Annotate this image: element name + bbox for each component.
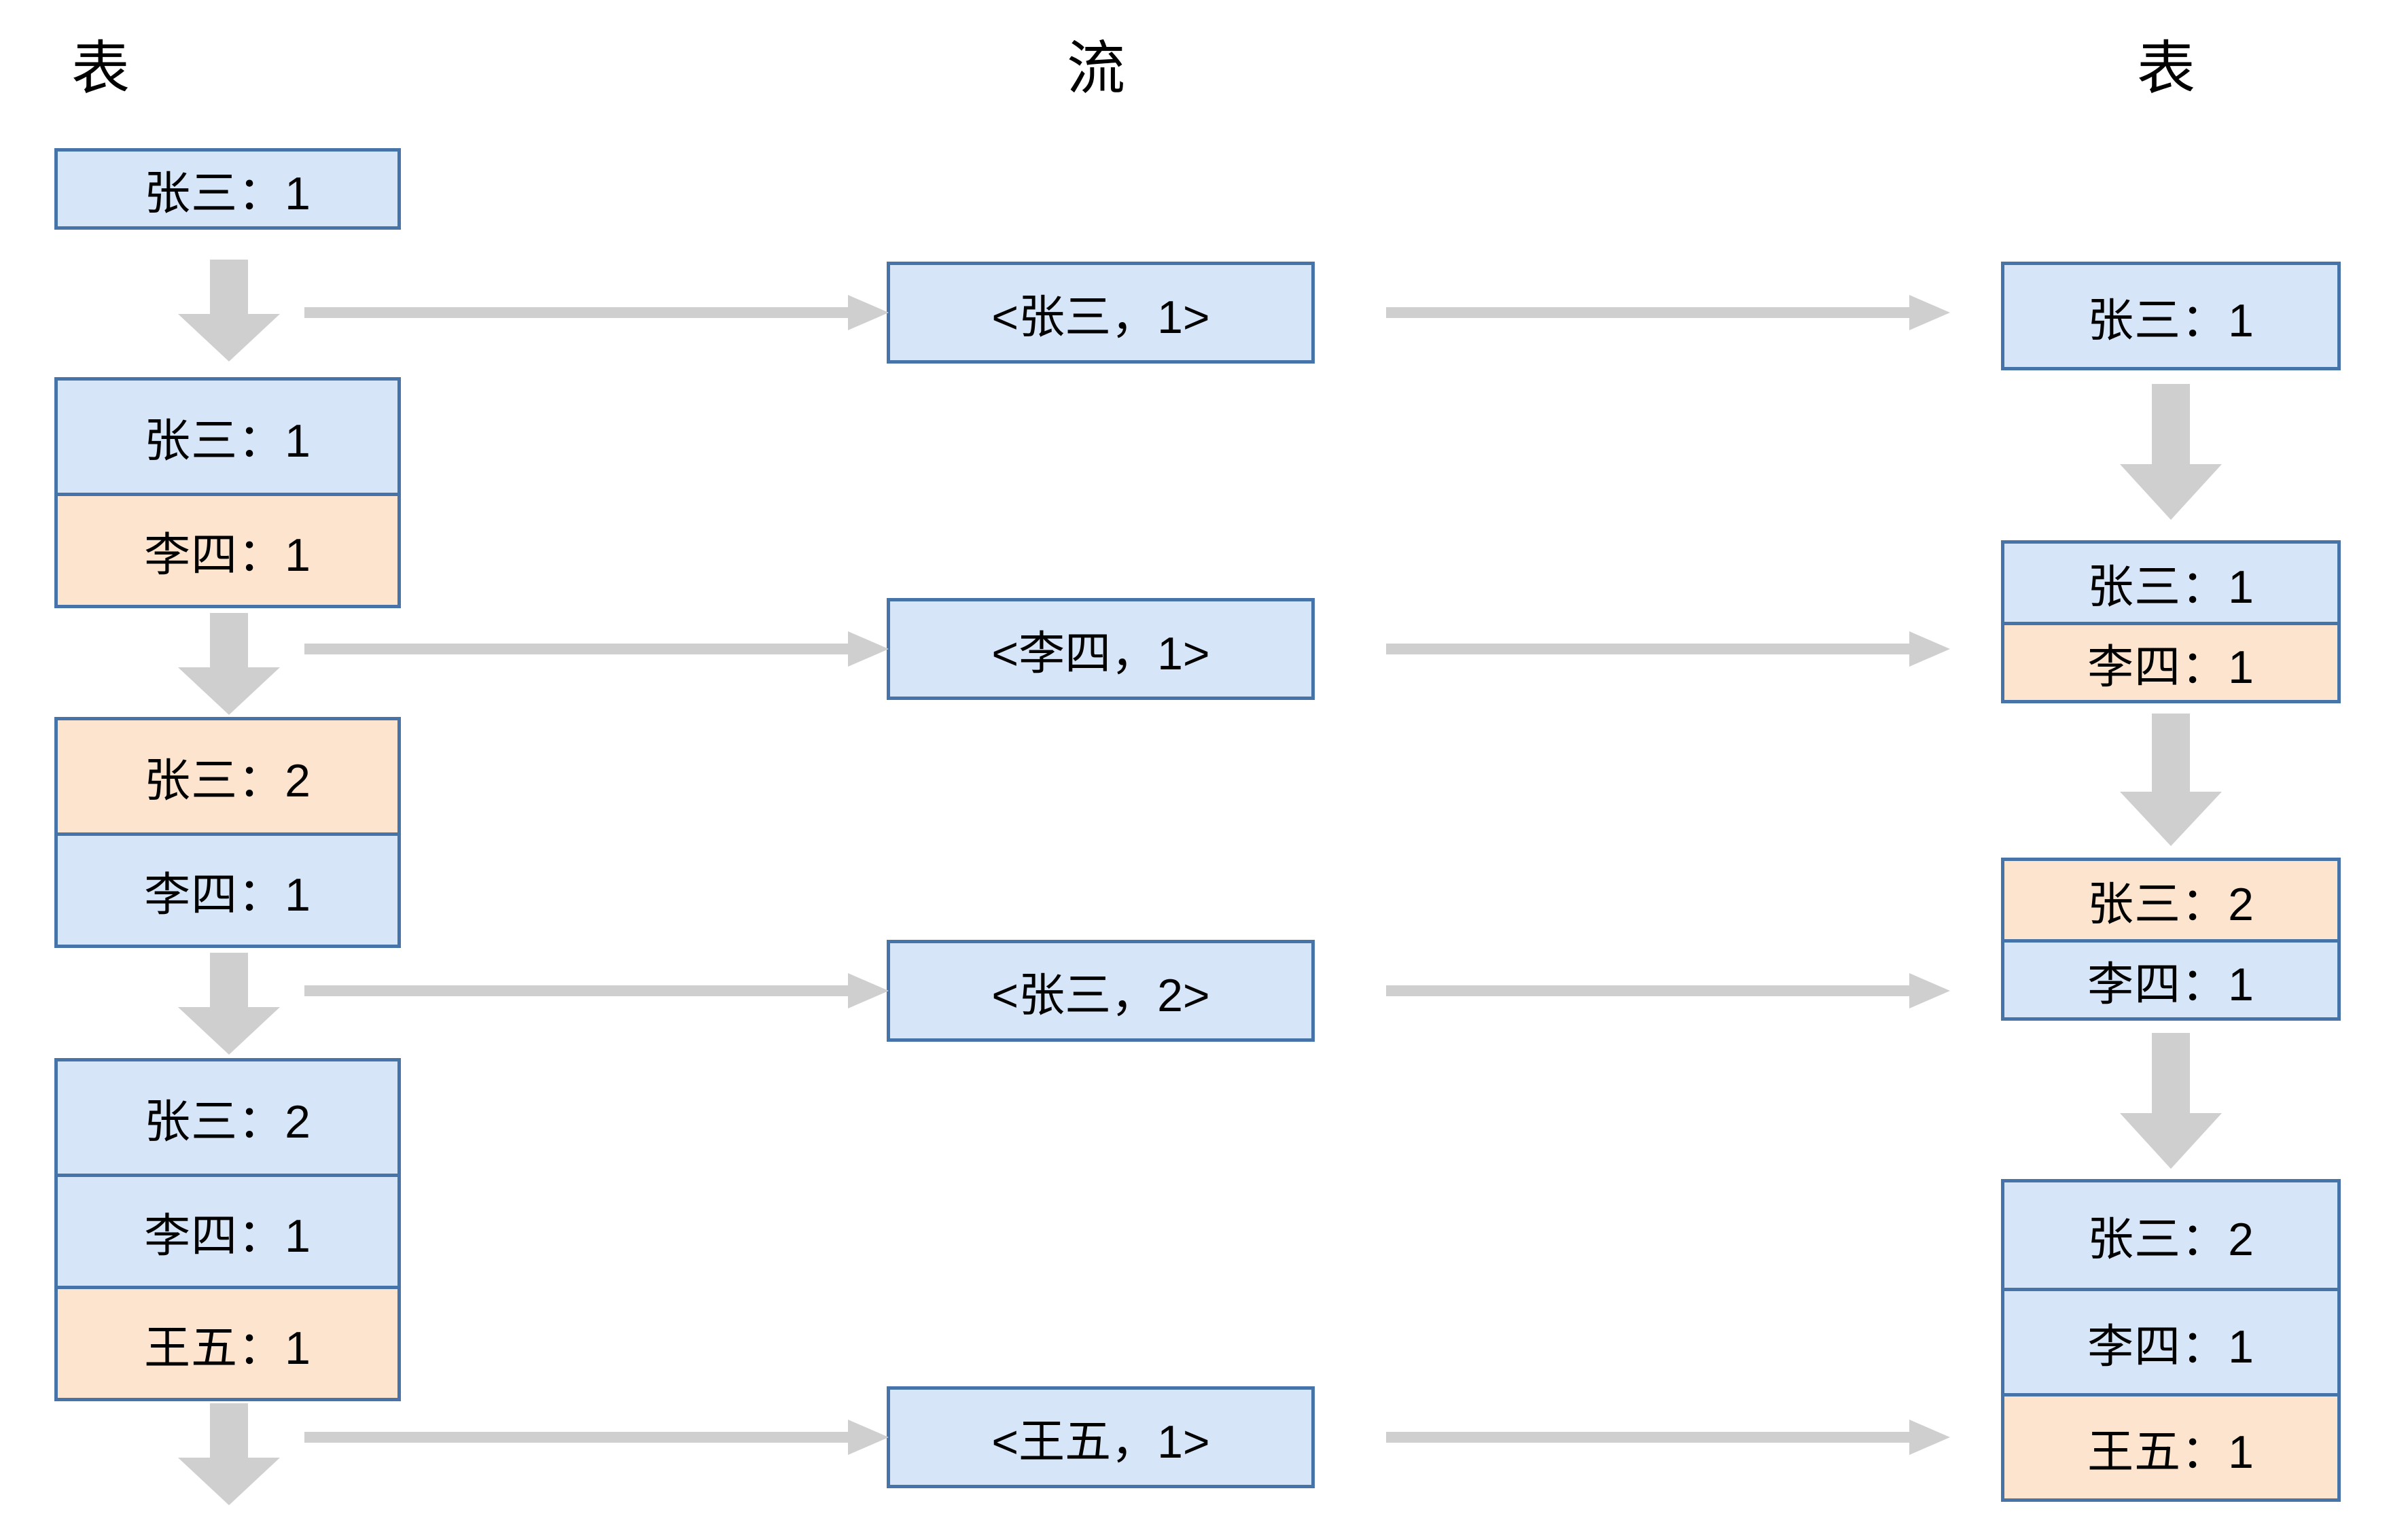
right-arrow-icon [304, 1417, 889, 1458]
left-table-state-2: 张三：1 李四：1 [54, 377, 401, 608]
down-arrow-icon [2120, 384, 2222, 520]
stream-event-box-2: <李四，1> [887, 598, 1315, 700]
right-arrow-icon [304, 970, 889, 1011]
table-row: 张三：1 [2004, 265, 2337, 367]
right-table-state-4: 张三：2 李四：1 王五：1 [2001, 1179, 2341, 1502]
table-row: 李四：1 [58, 1174, 397, 1286]
stream-event-box-3: <张三，2> [887, 940, 1315, 1042]
table-row: 李四：1 [58, 832, 397, 945]
table-row: 李四：1 [58, 493, 397, 605]
right-arrow-icon [1386, 1417, 1950, 1458]
table-row: 王五：1 [2004, 1393, 2337, 1498]
right-arrow-icon [304, 292, 889, 333]
stream-event-box-1: <张三，1> [887, 262, 1315, 364]
table-row: 王五：1 [58, 1286, 397, 1398]
table-row: 张三：2 [58, 1061, 397, 1174]
right-arrow-icon [1386, 629, 1950, 669]
right-table-state-2: 张三：1 李四：1 [2001, 540, 2341, 703]
right-arrow-icon [304, 629, 889, 669]
right-table-state-3: 张三：2 李四：1 [2001, 858, 2341, 1021]
table-row: 李四：1 [2004, 939, 2337, 1017]
down-arrow-icon [178, 953, 280, 1055]
table-row: 李四：1 [2004, 622, 2337, 700]
table-row: 张三：1 [58, 152, 397, 226]
down-arrow-icon [2120, 714, 2222, 846]
left-table-state-1: 张三：1 [54, 148, 401, 230]
right-table-state-1: 张三：1 [2001, 262, 2341, 370]
left-table-state-4: 张三：2 李四：1 王五：1 [54, 1058, 401, 1401]
table-row: 张三：1 [2004, 544, 2337, 622]
column-header-left-table: 表 [71, 36, 130, 101]
right-arrow-icon [1386, 292, 1950, 333]
column-header-stream: 流 [1067, 36, 1125, 101]
table-row: 张三：1 [58, 381, 397, 493]
down-arrow-icon [178, 260, 280, 362]
stream-event-box-4: <王五，1> [887, 1386, 1315, 1488]
column-header-right-table: 表 [2137, 36, 2195, 101]
left-table-state-3: 张三：2 李四：1 [54, 717, 401, 948]
down-arrow-icon [178, 1403, 280, 1505]
down-arrow-icon [2120, 1033, 2222, 1169]
table-row: 李四：1 [2004, 1288, 2337, 1393]
down-arrow-icon [178, 613, 280, 715]
table-row: 张三：2 [2004, 1182, 2337, 1288]
right-arrow-icon [1386, 970, 1950, 1011]
table-row: 张三：2 [58, 720, 397, 832]
table-row: 张三：2 [2004, 861, 2337, 939]
